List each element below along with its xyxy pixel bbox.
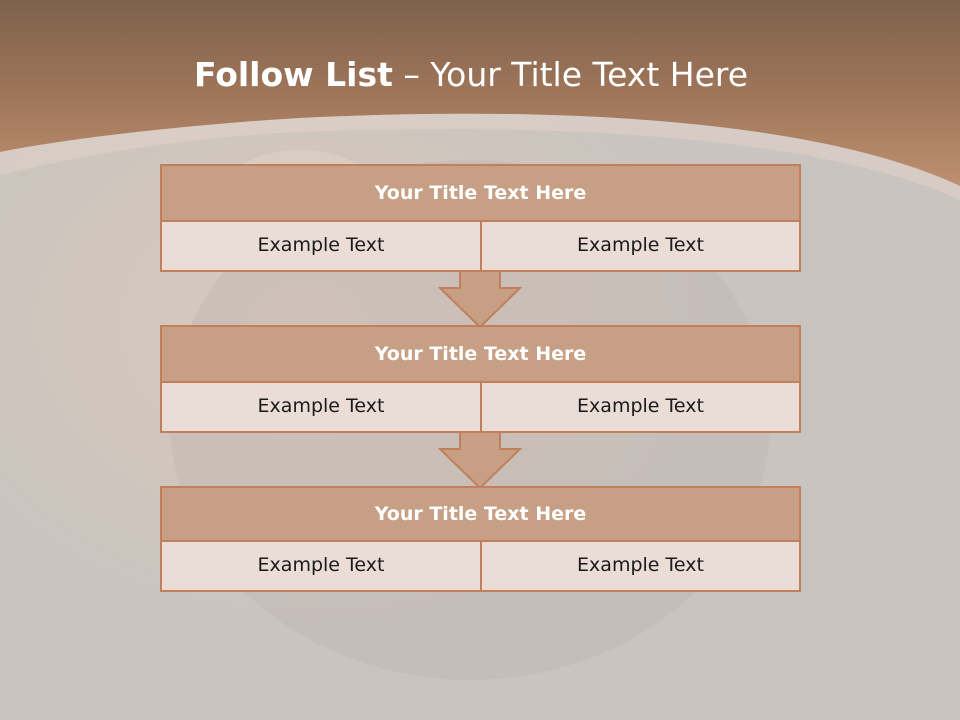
list-block-2: Your Title Text Here Example Text Exampl… — [160, 325, 801, 433]
block-cell-right: Example Text — [480, 542, 801, 592]
down-arrow-icon — [438, 431, 522, 489]
block-cell-left: Example Text — [160, 222, 480, 272]
slide-title-bold: Follow List — [193, 55, 393, 94]
block-cell-right: Example Text — [480, 222, 801, 272]
down-arrow-icon — [438, 270, 522, 328]
block-row: Example Text Example Text — [160, 222, 801, 272]
slide-title-rest: – Your Title Text Here — [392, 55, 749, 94]
header-sweep — [0, 113, 960, 200]
block-title: Your Title Text Here — [160, 486, 801, 542]
list-block-1: Your Title Text Here Example Text Exampl… — [160, 164, 801, 272]
block-cell-left: Example Text — [160, 542, 480, 592]
block-cell-right: Example Text — [480, 383, 801, 433]
block-title: Your Title Text Here — [160, 325, 801, 383]
slide-title: Follow List – Your Title Text Here — [0, 52, 942, 98]
header-band — [0, 0, 960, 186]
block-row: Example Text Example Text — [160, 542, 801, 592]
block-title: Your Title Text Here — [160, 164, 801, 222]
list-block-3: Your Title Text Here Example Text Exampl… — [160, 486, 801, 592]
block-cell-left: Example Text — [160, 383, 480, 433]
block-row: Example Text Example Text — [160, 383, 801, 433]
